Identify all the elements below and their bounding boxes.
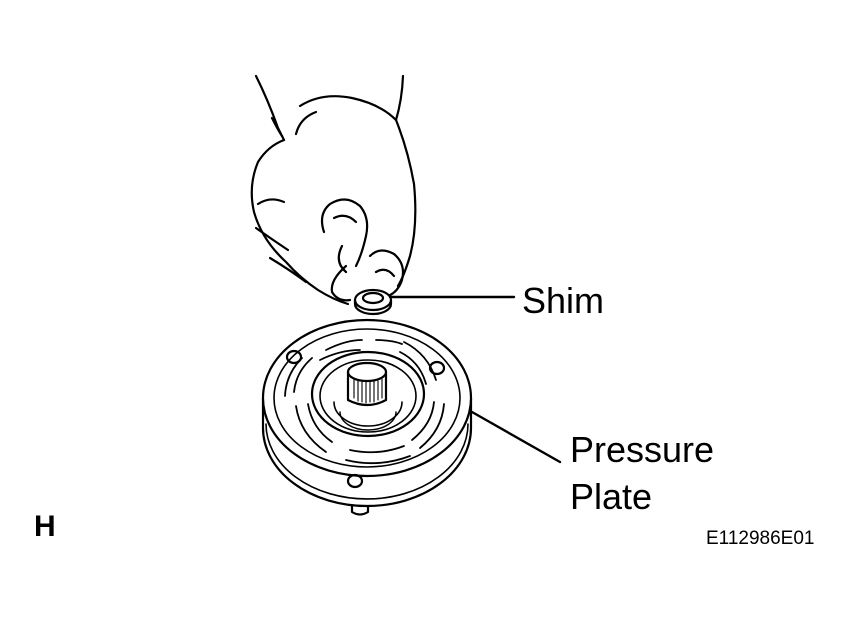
corner-letter: H [34, 510, 56, 543]
figure-code: E112986E01 [706, 528, 815, 549]
pressure-plate-label-line2: Plate [570, 476, 653, 517]
hand [250, 74, 417, 306]
pressure-plate-leader-line [470, 410, 562, 464]
shim-label: Shim [522, 280, 605, 321]
pressure-plate-label: Pressure Plate [570, 426, 714, 520]
pressure-plate-label-line1: Pressure [570, 429, 715, 470]
shim-washer [353, 288, 393, 316]
pressure-plate [261, 318, 473, 516]
